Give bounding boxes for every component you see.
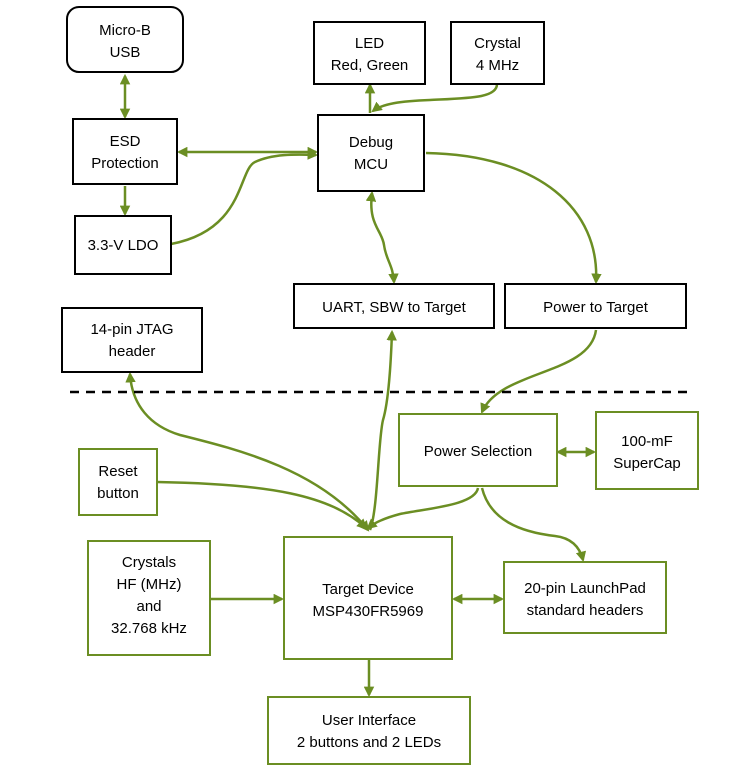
- box-uart-sbw: UART, SBW to Target: [293, 283, 495, 329]
- box-jtag-header-line-2: header: [109, 343, 156, 360]
- box-crystal-4mhz-line-1: Crystal: [474, 35, 521, 52]
- box-supercap-line-2: SuperCap: [613, 455, 681, 472]
- box-jtag-header-line-1: 14-pin JTAG: [90, 321, 173, 338]
- box-led-line-1: LED: [355, 35, 384, 52]
- box-supercap-line-1: 100-mF: [621, 433, 673, 450]
- arrow-debug-uart: [365, 190, 399, 285]
- arrow-powertarget-powerselection: [480, 329, 598, 414]
- box-power-selection: Power Selection: [398, 413, 558, 487]
- box-micro-b-usb: Micro-B USB: [66, 6, 184, 73]
- connectors: [119, 73, 602, 698]
- box-led-line-2: Red, Green: [331, 57, 409, 74]
- arrow-reset-target: [156, 480, 368, 530]
- box-crystals-line-2: HF (MHz): [117, 576, 182, 593]
- box-supercap: 100-mF SuperCap: [595, 411, 699, 490]
- box-debug-mcu: Debug MCU: [317, 114, 425, 192]
- box-target-device: Target Device MSP430FR5969: [283, 536, 453, 660]
- box-launchpad-headers-line-1: 20-pin LaunchPad: [524, 580, 646, 597]
- box-target-device-line-1: Target Device: [322, 581, 414, 598]
- box-reset-button-line-1: Reset: [98, 463, 138, 480]
- box-power-to-target-line-1: Power to Target: [543, 299, 649, 316]
- box-uart-sbw-line-1: UART, SBW to Target: [322, 299, 466, 316]
- box-user-interface-line-1: User Interface: [322, 712, 416, 729]
- box-crystals: Crystals HF (MHz) and 32.768 kHz: [87, 540, 211, 656]
- box-esd-protection-line-2: Protection: [91, 155, 159, 172]
- box-target-device-line-2: MSP430FR5969: [313, 603, 424, 620]
- box-crystals-line-4: 32.768 kHz: [111, 620, 187, 637]
- arrow-target-jtag: [125, 371, 370, 532]
- box-user-interface-line-2: 2 buttons and 2 LEDs: [297, 734, 441, 751]
- box-esd-protection-line-1: ESD: [110, 133, 141, 150]
- box-debug-mcu-line-2: MCU: [354, 156, 388, 173]
- arrow-ldo-debug: [170, 149, 319, 246]
- arrow-crystal-debug: [371, 83, 499, 113]
- box-crystals-line-1: Crystals: [122, 554, 176, 571]
- box-reset-button-line-2: button: [97, 485, 139, 502]
- box-reset-button: Reset button: [78, 448, 158, 516]
- box-jtag-header: 14-pin JTAG header: [61, 307, 203, 373]
- box-crystals-line-3: and: [136, 598, 161, 615]
- box-micro-b-usb-line-1: Micro-B: [99, 22, 151, 39]
- box-crystal-4mhz-line-2: 4 MHz: [476, 57, 519, 74]
- box-led: LED Red, Green: [313, 21, 426, 85]
- box-ldo: 3.3-V LDO: [74, 215, 172, 275]
- box-ldo-line-1: 3.3-V LDO: [88, 237, 159, 254]
- arrow-debug-powertarget: [425, 151, 602, 285]
- box-power-to-target: Power to Target: [504, 283, 687, 329]
- box-esd-protection: ESD Protection: [72, 118, 178, 185]
- box-launchpad-headers-line-2: standard headers: [527, 602, 644, 619]
- arrow-powerselection-launchpad: [480, 487, 587, 563]
- box-power-selection-line-1: Power Selection: [424, 443, 532, 460]
- arrow-powerselection-target: [366, 487, 480, 530]
- box-debug-mcu-line-1: Debug: [349, 134, 393, 151]
- box-micro-b-usb-line-2: USB: [110, 44, 141, 61]
- box-user-interface: User Interface 2 buttons and 2 LEDs: [267, 696, 471, 765]
- arrow-target-uart: [368, 329, 397, 531]
- box-launchpad-headers: 20-pin LaunchPad standard headers: [503, 561, 667, 634]
- box-crystal-4mhz: Crystal 4 MHz: [450, 21, 545, 85]
